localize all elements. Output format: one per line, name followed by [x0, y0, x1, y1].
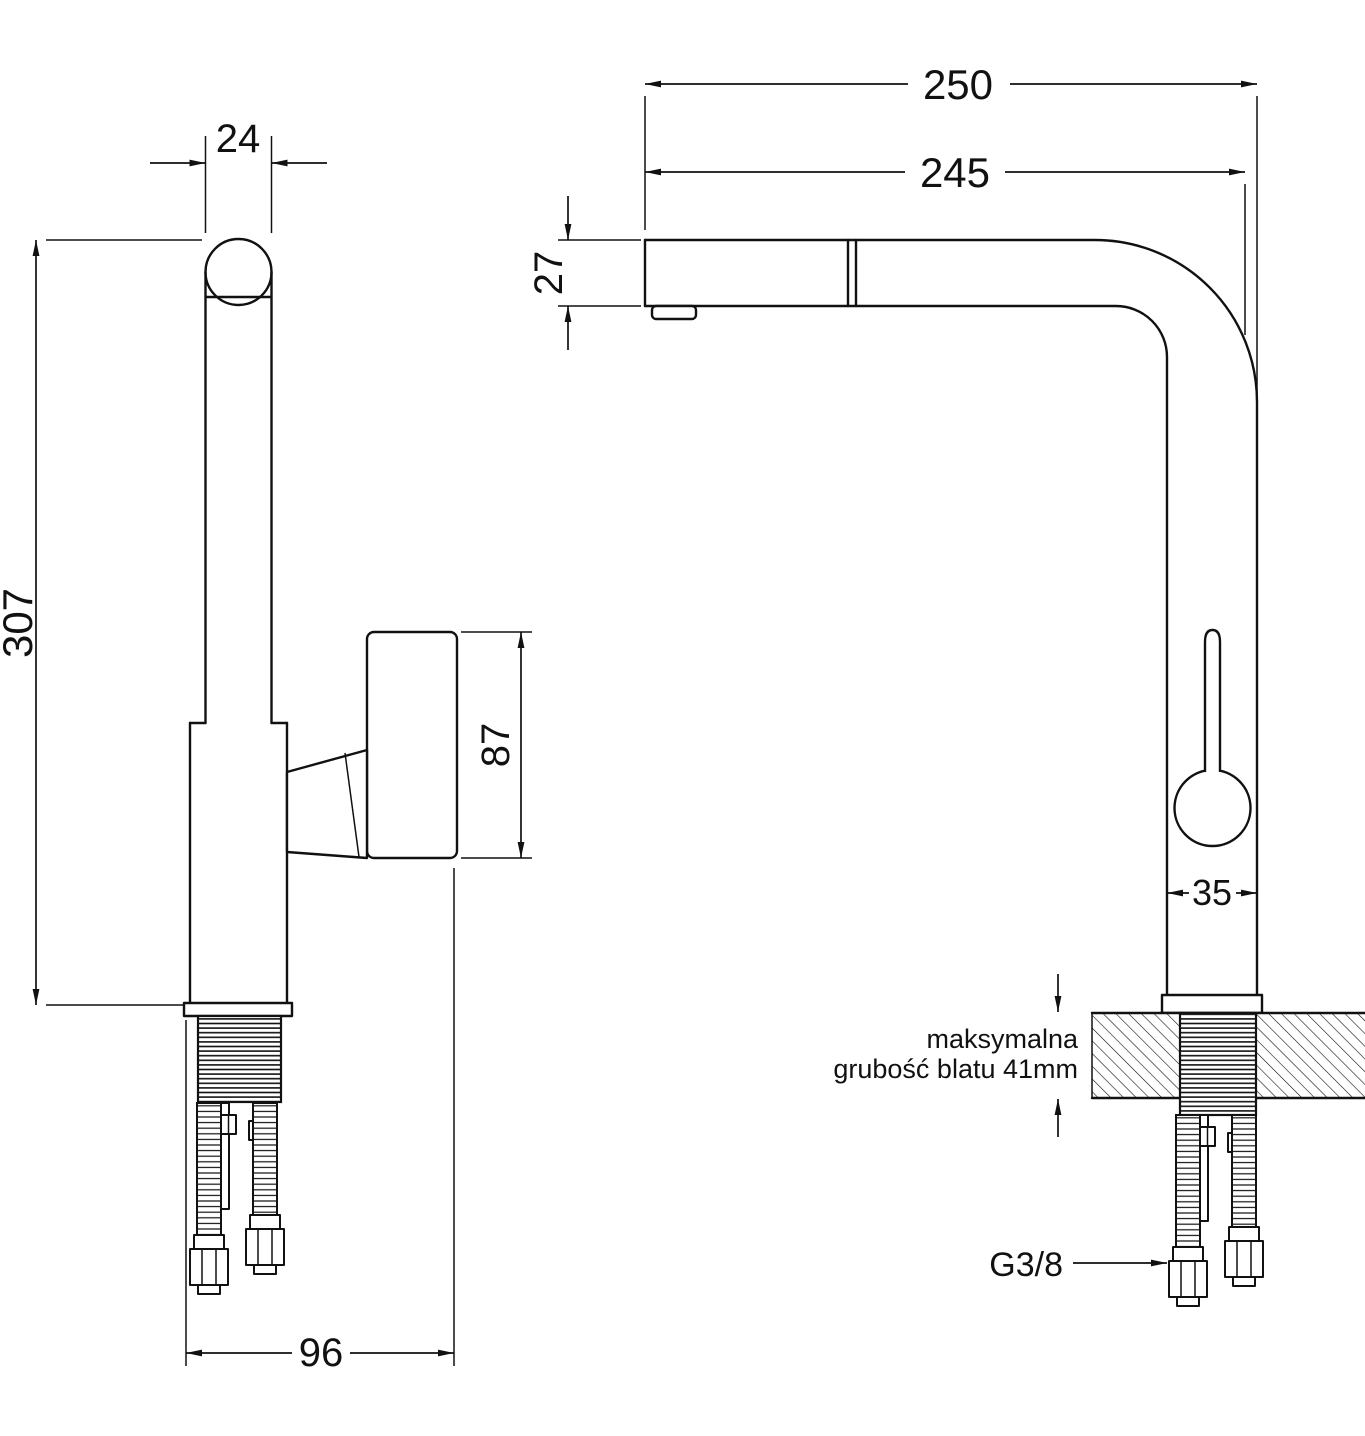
dim-250-label: 250 [923, 61, 993, 108]
side-view [182, 237, 459, 1295]
handle-joint [285, 748, 369, 860]
counter-note-line1: maksymalna [926, 1024, 1079, 1054]
dim-35-label: 35 [1192, 872, 1232, 913]
dim-87-label: 87 [474, 723, 518, 768]
dim-24-label: 24 [216, 117, 261, 161]
thread-size-label: G3/8 [989, 1246, 1063, 1284]
dim-27-label: 27 [527, 251, 571, 296]
base-flange [182, 1001, 294, 1018]
handle-ball [1173, 768, 1252, 848]
base-flange-front [1160, 993, 1264, 1015]
dimensions: 24 307 87 96 2 [0, 61, 1258, 1375]
dim-total-reach: 250 [644, 61, 1258, 398]
cap-circle [204, 237, 273, 307]
dim-base-depth: 96 [185, 868, 455, 1375]
aerator [650, 304, 698, 321]
dim-96-label: 96 [299, 1331, 344, 1375]
counter-thickness-note: maksymalna grubość blatu 41mm [833, 974, 1079, 1137]
thread-callout: G3/8 [989, 1246, 1167, 1284]
handle-lever [1203, 628, 1222, 772]
front-view [643, 238, 1365, 1307]
dim-body-width: 35 [1167, 872, 1257, 913]
dim-height: 307 [0, 239, 202, 1006]
mounting-hardware-front [1168, 1114, 1264, 1307]
dim-handle-height: 87 [461, 631, 532, 859]
spout-inner [643, 304, 1169, 997]
counter-note-line2: grubość blatu 41mm [833, 1054, 1078, 1084]
dim-spout-reach: 245 [645, 149, 1246, 335]
dim-spout-height: 27 [527, 196, 641, 350]
mounting-hardware [189, 1102, 285, 1295]
spout-outer [643, 238, 1259, 997]
dim-top-width: 24 [150, 117, 327, 233]
dim-245-label: 245 [920, 149, 990, 196]
dim-307-label: 307 [0, 588, 41, 658]
thread-section-front [1178, 1011, 1258, 1117]
thread-section [196, 1014, 283, 1104]
handle-body [365, 630, 459, 860]
